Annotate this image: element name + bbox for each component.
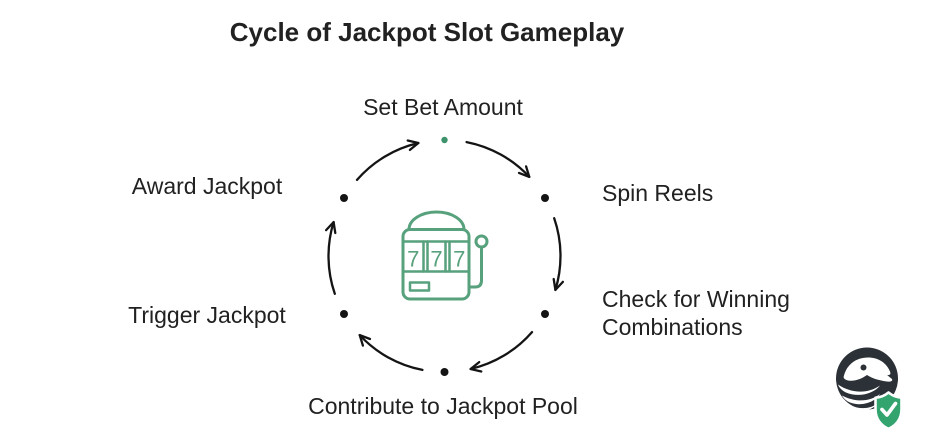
arrowhead-icon xyxy=(517,165,531,179)
cycle-arc-3 xyxy=(553,217,562,292)
eagle-feather-stripe xyxy=(838,384,880,395)
arrowhead-icon xyxy=(324,220,337,235)
slot-dome xyxy=(407,210,466,231)
cycle-dot xyxy=(541,194,549,202)
cycle-arc-4 xyxy=(469,330,534,371)
cycle-dot xyxy=(340,194,348,202)
cycle-label-contribute-jackpot-pool: Contribute to Jackpot Pool xyxy=(308,393,578,419)
cycle-label-award-jackpot: Award Jackpot xyxy=(131,173,283,199)
slot-lever-arm xyxy=(467,245,483,289)
slot-lever-knob xyxy=(474,234,489,249)
cycle-dot xyxy=(340,310,348,318)
cycle-label-trigger-jackpot: Trigger Jackpot xyxy=(128,302,286,328)
cycle-label-set-bet-amount: Set Bet Amount xyxy=(363,94,523,120)
arrowhead-icon xyxy=(358,333,372,347)
cycle-label-spin-reels: Spin Reels xyxy=(602,180,714,206)
arrowhead-icon xyxy=(469,360,483,373)
eagle-head xyxy=(843,357,893,382)
cycle-dot xyxy=(440,368,449,376)
checkmark-icon xyxy=(880,401,898,417)
slot-reel-seven: 7 xyxy=(453,247,465,272)
cycle-dot xyxy=(541,310,549,318)
slot-machine-icon: 7 7 7 xyxy=(401,210,489,301)
slot-reel-seven: 7 xyxy=(430,247,442,272)
page-title: Cycle of Jackpot Slot Gameplay xyxy=(229,17,625,47)
cycle-arc-2 xyxy=(465,140,531,179)
brand-logo xyxy=(836,347,903,431)
eagle-circle-logo-icon xyxy=(836,347,898,411)
cycle-arrows xyxy=(324,139,565,373)
eagle-feather-stripe xyxy=(851,403,878,411)
slot-body xyxy=(401,228,471,301)
slot-coin-slot xyxy=(408,281,431,292)
arrowhead-icon xyxy=(406,139,420,152)
cycle-dots xyxy=(340,136,549,376)
arrowhead-icon xyxy=(552,277,565,292)
eagle-eye xyxy=(860,364,867,371)
eagle-feather-stripe xyxy=(842,394,880,405)
cycle-arc-5 xyxy=(358,333,424,372)
cycle-dot-start xyxy=(441,136,448,144)
shield-checkmark-badge-icon xyxy=(874,391,903,431)
slot-reel-seven: 7 xyxy=(407,247,419,272)
cycle-arc-1 xyxy=(355,141,420,182)
cycle-label-check-winning-combinations: Check for Winning Combinations xyxy=(602,286,790,340)
cycle-arc-6 xyxy=(327,220,336,295)
